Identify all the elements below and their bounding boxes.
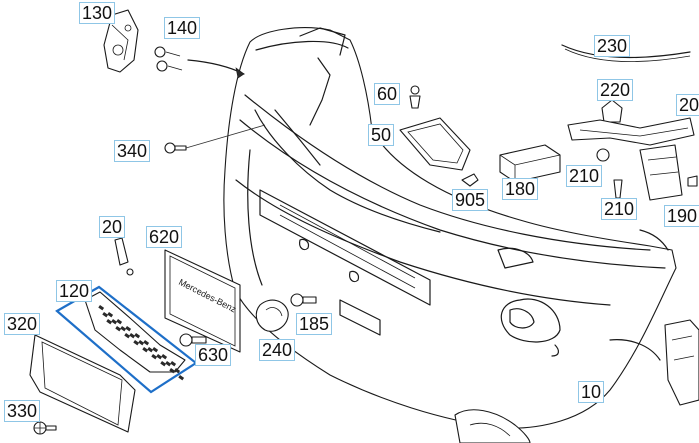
callout-620[interactable]: 620 <box>146 226 183 248</box>
grille-mesh-cell <box>178 375 185 381</box>
part-620-plate-base[interactable] <box>164 249 241 353</box>
grille-mesh-cell <box>161 354 168 360</box>
part-230-trim-strip[interactable] <box>561 44 691 62</box>
grille-mesh-cell <box>134 333 141 339</box>
grille-mesh-cell <box>125 326 132 332</box>
part-140-clips[interactable] <box>154 46 183 72</box>
grille-mesh-cell <box>160 361 167 367</box>
part-120-grille-insert[interactable] <box>84 291 186 381</box>
grille-mesh-cell <box>143 340 150 346</box>
grille-mesh-cell <box>133 340 140 346</box>
callout-50[interactable]: 50 <box>368 124 395 146</box>
callout-230[interactable]: 230 <box>594 35 631 57</box>
grille-mesh-cell <box>98 305 105 311</box>
grille-mesh-cell <box>115 326 122 332</box>
callout-130[interactable]: 130 <box>79 2 116 24</box>
grille-mesh-cell <box>138 340 145 346</box>
grille-mesh-cell <box>111 319 118 325</box>
callout-630[interactable]: 630 <box>195 344 232 366</box>
part-630-screw[interactable] <box>179 333 207 347</box>
callout-10[interactable]: 10 <box>578 381 605 403</box>
grille-mesh-cell <box>147 347 154 353</box>
callout-340[interactable]: 340 <box>114 140 151 162</box>
callout-240[interactable]: 240 <box>259 339 296 361</box>
grille-mesh-cell <box>107 312 114 318</box>
grille-mesh-cell <box>142 347 149 353</box>
callout-20-left[interactable]: 20 <box>99 216 126 238</box>
grille-mesh-cell <box>165 361 172 367</box>
grille-mesh <box>98 305 185 381</box>
part-320-plate-holder[interactable] <box>29 334 136 433</box>
grille-mesh-cell <box>156 354 163 360</box>
fog-light-bezel[interactable] <box>454 409 531 443</box>
callout-210-upper[interactable]: 210 <box>566 165 603 187</box>
part-20-bracket[interactable] <box>114 237 134 276</box>
callout-905[interactable]: 905 <box>452 189 489 211</box>
callout-190[interactable]: 190 <box>664 205 699 227</box>
part-180-module[interactable] <box>499 144 561 183</box>
callout-330[interactable]: 330 <box>4 400 41 422</box>
part-60-screw[interactable] <box>409 85 421 109</box>
callout-320[interactable]: 320 <box>4 313 41 335</box>
part-905-pin[interactable] <box>461 173 479 187</box>
part-330-screw[interactable] <box>33 421 57 435</box>
grille-mesh-cell <box>152 347 159 353</box>
right-side-part[interactable] <box>664 319 699 406</box>
grille-mesh-cell <box>106 319 113 325</box>
part-50-frame[interactable] <box>399 117 471 171</box>
callout-180[interactable]: 180 <box>502 178 539 200</box>
part-340-screw[interactable] <box>164 124 266 154</box>
callout-120[interactable]: 120 <box>56 280 93 302</box>
grille-mesh-cell <box>174 368 181 374</box>
grille-mesh-cell <box>102 312 109 318</box>
callout-185[interactable]: 185 <box>296 313 333 335</box>
callout-220[interactable]: 220 <box>597 79 634 101</box>
part-240-cap[interactable] <box>255 299 289 332</box>
grille-mesh-cell <box>120 326 127 332</box>
grille-mesh-cell <box>129 333 136 339</box>
bumper-cover[interactable] <box>223 27 677 429</box>
grille-mesh-cell <box>116 318 123 325</box>
callout-140[interactable]: 140 <box>164 17 201 39</box>
callout-60[interactable]: 60 <box>374 83 401 105</box>
support-bracket-right[interactable] <box>567 117 698 201</box>
grille-mesh-cell <box>151 354 158 360</box>
grille-mesh-cell <box>124 333 131 339</box>
grille-mesh-cell <box>169 368 176 374</box>
grille-mesh-cell <box>170 361 177 367</box>
part-185-screw[interactable] <box>290 293 317 307</box>
part-130-bracket[interactable] <box>103 9 139 73</box>
callout-20-right[interactable]: 20 <box>676 94 699 116</box>
callout-210-lower[interactable]: 210 <box>601 198 638 220</box>
